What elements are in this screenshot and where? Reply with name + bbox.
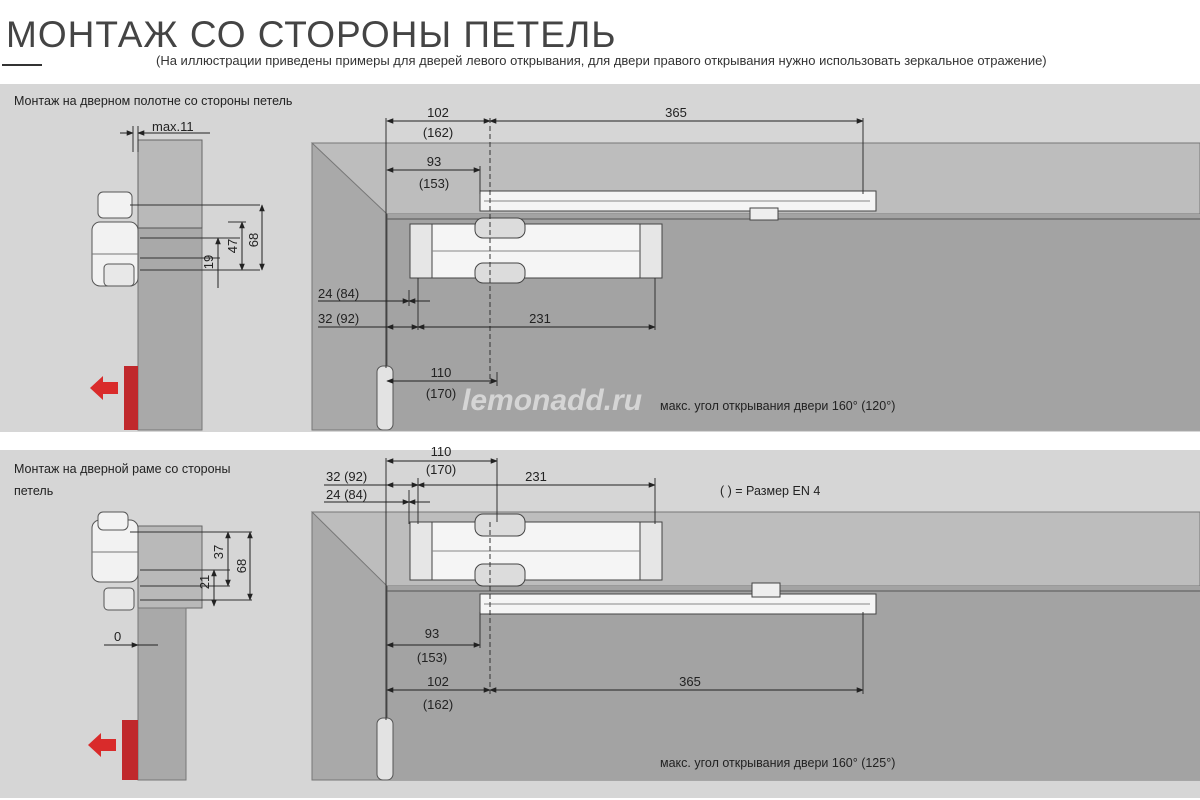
dim-231-frame: 231 [525, 469, 547, 484]
hinge [376, 365, 394, 431]
section1-label: Монтаж на дверном полотне со стороны пет… [14, 94, 293, 108]
dim-231: 231 [529, 311, 551, 326]
watermark: lemonadd.ru [462, 384, 642, 417]
hinge-2 [376, 717, 394, 781]
dim-102-frame: 102 [427, 674, 449, 689]
front-view-section1: 102 (162) 365 93 (153) 24 (84) 32 (92) 2… [310, 105, 1200, 431]
dim-47: 47 [225, 239, 240, 253]
dim-19: 19 [201, 255, 216, 269]
dim-24-frame: 24 (84) [326, 487, 367, 502]
dim-102: 102 [427, 105, 449, 120]
dim-93-en: (153) [419, 176, 449, 191]
dim-0: 0 [114, 629, 121, 644]
dim-110: 110 [431, 365, 452, 380]
dim-68: 68 [246, 233, 261, 247]
title-underline [2, 64, 42, 66]
dim-21: 21 [197, 575, 212, 589]
side-view-door-leaf: max.11 68 47 19 [90, 119, 265, 431]
dim-93: 93 [427, 154, 441, 169]
section2-label-line2: петель [14, 484, 54, 498]
front-view-section2: 110 (170) 32 (92) 231 24 (84) ( ) = Разм… [310, 444, 1200, 781]
dim-24: 24 (84) [318, 286, 359, 301]
dim-32-frame: 32 (92) [326, 469, 367, 484]
dim-110-frame: 110 [431, 444, 452, 459]
dim-93-frame: 93 [425, 626, 439, 641]
opening-direction-arrow-icon [90, 376, 118, 400]
opening-direction-arrow-icon-2 [88, 733, 116, 757]
en-size-note: ( ) = Размер EN 4 [720, 484, 820, 498]
dim-102-en: (162) [423, 125, 453, 140]
dim-102-frame-en: (162) [423, 697, 453, 712]
section2-angle-note: макс. угол открывания двери 160° (125°) [660, 756, 895, 770]
door-edge-marker [124, 366, 138, 430]
side-view-door-frame: 0 68 37 21 [88, 511, 253, 781]
dim-37: 37 [211, 545, 226, 559]
dim-93-frame-en: (153) [417, 650, 447, 665]
dim-max11: max.11 [152, 119, 194, 134]
door-edge-marker-2 [122, 720, 138, 780]
section2-label-line1: Монтаж на дверной раме со стороны [14, 462, 231, 476]
page-subtitle: (На иллюстрации приведены примеры для дв… [156, 53, 1047, 68]
dim-68-frame: 68 [234, 559, 249, 573]
dim-32: 32 (92) [318, 311, 359, 326]
dim-110-frame-en: (170) [426, 462, 456, 477]
page-title: МОНТАЖ СО СТОРОНЫ ПЕТЕЛЬ [6, 14, 617, 55]
section1-angle-note: макс. угол открывания двери 160° (120°) [660, 399, 895, 413]
dim-365: 365 [665, 105, 687, 120]
dim-110-en: (170) [426, 386, 456, 401]
dim-365-frame: 365 [679, 674, 701, 689]
